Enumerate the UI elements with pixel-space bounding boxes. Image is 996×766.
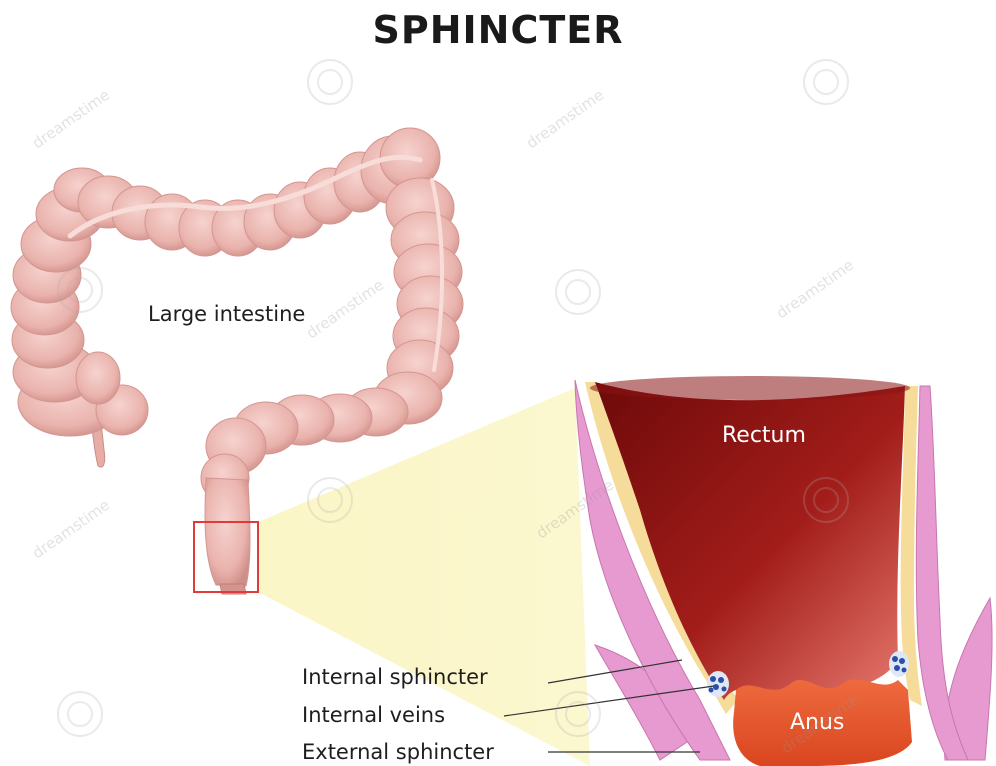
label-rectum: Rectum bbox=[722, 423, 806, 448]
label-internal-veins: Internal veins bbox=[302, 703, 445, 727]
internal-veins-left bbox=[707, 671, 729, 697]
label-external-sphincter: External sphincter bbox=[302, 740, 494, 764]
label-large-intestine: Large intestine bbox=[148, 302, 305, 326]
internal-veins-right bbox=[889, 651, 909, 677]
label-anus: Anus bbox=[790, 710, 844, 735]
label-internal-sphincter: Internal sphincter bbox=[302, 665, 488, 689]
